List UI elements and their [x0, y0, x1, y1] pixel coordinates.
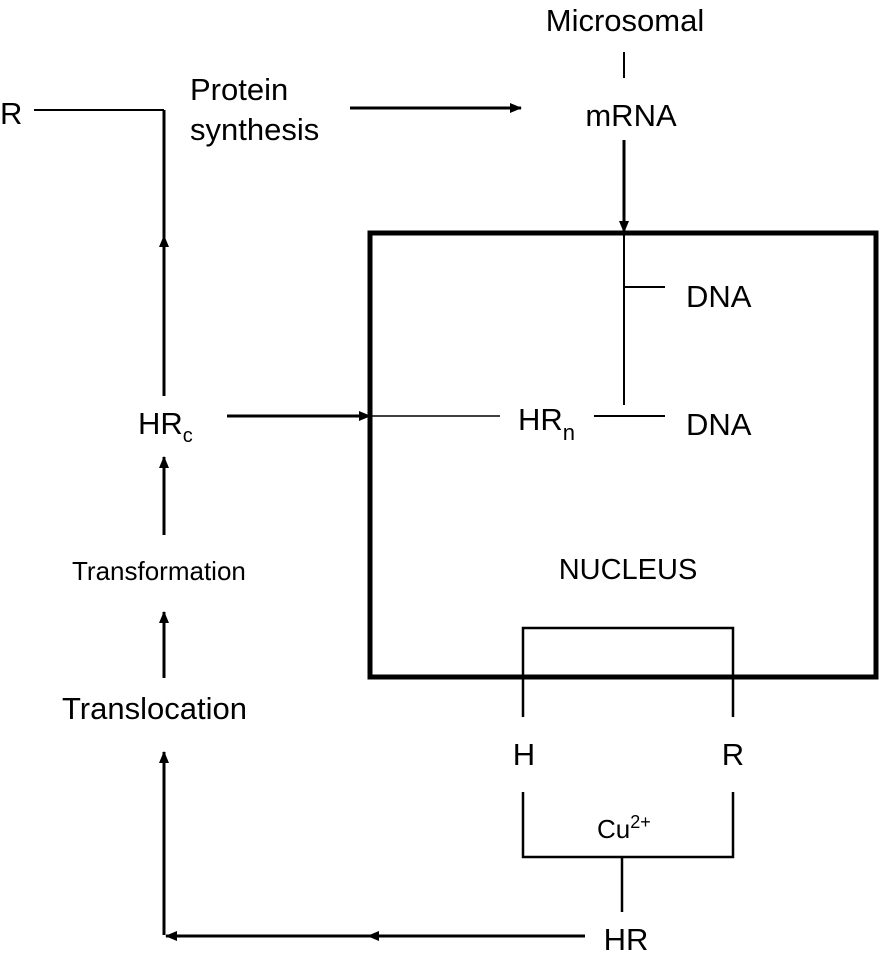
hrc-subscript: c	[183, 425, 193, 447]
hrn-label: HRn	[518, 402, 575, 445]
dna-lower-label: DNA	[686, 407, 752, 442]
r-top-label: R	[0, 96, 22, 131]
hr-bottom-label: HR	[604, 922, 649, 957]
hrc-label: HRc	[138, 406, 193, 447]
synthesis-label: synthesis	[190, 112, 319, 147]
r-bottom-label: R	[722, 737, 744, 772]
hrn-subscript: n	[563, 420, 575, 445]
mrna-label: mRNA	[585, 98, 677, 133]
nucleus-box	[367, 230, 879, 680]
cu-main: Cu	[597, 814, 630, 844]
hrn-main: HR	[518, 402, 563, 437]
hrc-main: HR	[138, 406, 183, 441]
protein-label: Protein	[190, 72, 288, 107]
dna-upper-label: DNA	[686, 279, 752, 314]
transformation-label: Transformation	[72, 556, 246, 586]
microsomal-label: Microsomal	[546, 3, 704, 38]
cu-label: Cu2+	[597, 812, 651, 844]
upper-hr-bracket	[521, 626, 735, 717]
lower-hr-bracket	[521, 792, 735, 859]
h-label: H	[513, 737, 535, 772]
cu-superscript: 2+	[630, 812, 651, 832]
translocation-label: Translocation	[62, 691, 247, 726]
nucleus-label: NUCLEUS	[559, 554, 698, 586]
